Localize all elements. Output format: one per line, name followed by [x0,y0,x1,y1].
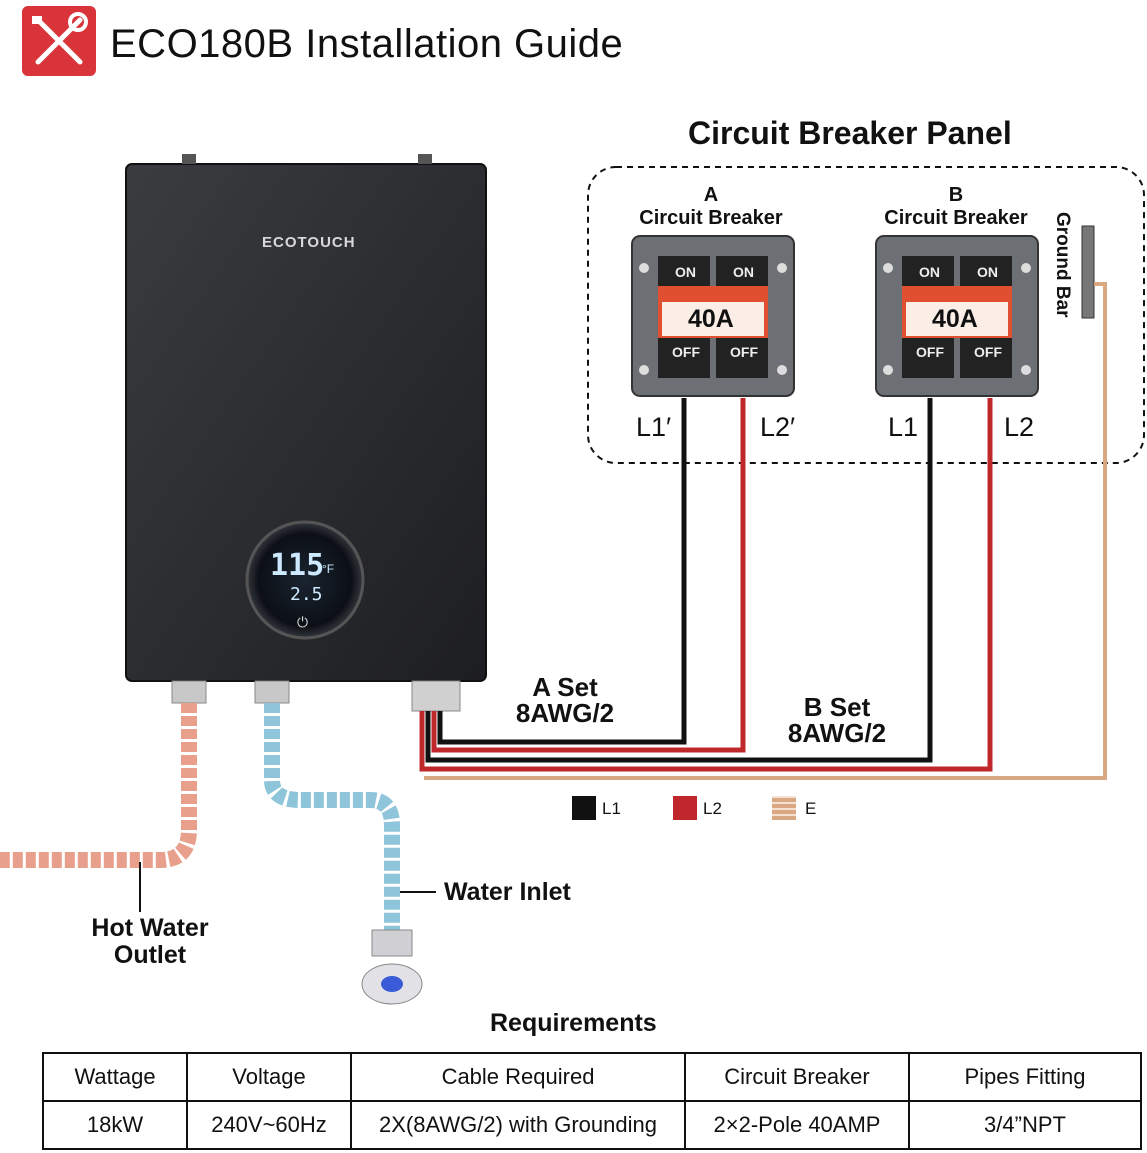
legend-swatch-e [772,796,796,820]
wire-b-l1 [425,398,933,763]
breaker-a [631,235,795,397]
panel-title: Circuit Breaker Panel [688,115,1012,151]
wire-a-l2 [431,398,746,753]
display-temperature: 115 [270,548,325,583]
legend-label-l2: L2 [703,799,722,818]
wire-a-l1 [437,398,687,745]
value-pipes: 3/4”NPT [908,1100,1142,1150]
breaker-b-on-left: ON [919,264,940,280]
header-wattage: Wattage [42,1052,188,1102]
installation-diagram [0,154,1145,1005]
table-header-row: Wattage Voltage Cable Required Circuit B… [42,1052,1142,1102]
legend-label-e: E [805,799,817,818]
wire-ground [424,282,1107,780]
breaker-a-amps: 40A [688,305,734,333]
breaker-b-off-left: OFF [916,344,944,360]
header-voltage: Voltage [186,1052,352,1102]
breaker-a-label: Circuit Breaker [639,207,783,229]
display-unit: °F [322,562,335,576]
requirements-table: Wattage Voltage Cable Required Circuit B… [42,1052,1142,1150]
value-wattage: 18kW [42,1100,188,1150]
display-flow: 2.5 [290,584,323,605]
b-set-gauge: 8AWG/2 [787,718,887,748]
hot-water-pipe [0,703,197,868]
a-set-gauge: 8AWG/2 [515,698,615,728]
table-row: 18kW 240V~60Hz 2X(8AWG/2) with Grounding… [42,1100,1142,1150]
breaker-a-letter: A [703,184,719,206]
a-set-name: A Set [532,672,598,702]
wrench-screwdriver-icon [22,6,96,76]
requirements-title: Requirements [490,1009,657,1037]
breaker-b [875,235,1039,397]
breaker-panel-outline [587,166,1145,464]
header-cable: Cable Required [350,1052,686,1102]
inlet-valve [361,929,423,1005]
breaker-b-label: Circuit Breaker [884,207,1028,229]
breaker-a-off-right: OFF [730,344,758,360]
value-cable: 2X(8AWG/2) with Grounding [350,1100,686,1150]
breaker-a-on-right: ON [733,264,754,280]
b-set-name: B Set [803,692,871,722]
line-label-a-l1: L1′ [636,412,672,442]
breaker-b-on-right: ON [977,264,998,280]
control-dial [245,520,365,640]
line-label-a-l2: L2′ [760,412,796,442]
legend-swatch-l2 [673,796,697,820]
water-inlet-label: Water Inlet [444,878,571,906]
header-pipes: Pipes Fitting [908,1052,1142,1102]
cable-gland [411,680,461,712]
line-label-b-l2: L2 [1004,412,1035,442]
brand-logo-text: ECOTOUCH [262,234,356,251]
ground-bar [1081,225,1095,319]
breaker-b-off-right: OFF [974,344,1002,360]
ground-bar-label: Ground Bar [1052,212,1073,318]
water-heater-unit [125,154,487,712]
legend-swatch-l1 [572,796,596,820]
header-breaker: Circuit Breaker [684,1052,910,1102]
breaker-b-letter: B [948,184,964,206]
legend-label-l1: L1 [602,799,621,818]
cold-water-pipe [264,703,400,930]
breaker-b-amps: 40A [932,305,978,333]
hot-water-outlet-label-line1: Hot Water [91,914,209,942]
value-voltage: 240V~60Hz [186,1100,352,1150]
power-icon[interactable]: ⏻ [297,614,309,630]
value-breaker: 2×2-Pole 40AMP [684,1100,910,1150]
breaker-a-off-left: OFF [672,344,700,360]
line-label-b-l1: L1 [888,412,919,442]
hot-water-outlet-label-line2: Outlet [113,941,187,969]
page-title: ECO180B Installation Guide [110,22,624,66]
breaker-a-on-left: ON [675,264,696,280]
wire-b-l2 [419,398,993,772]
